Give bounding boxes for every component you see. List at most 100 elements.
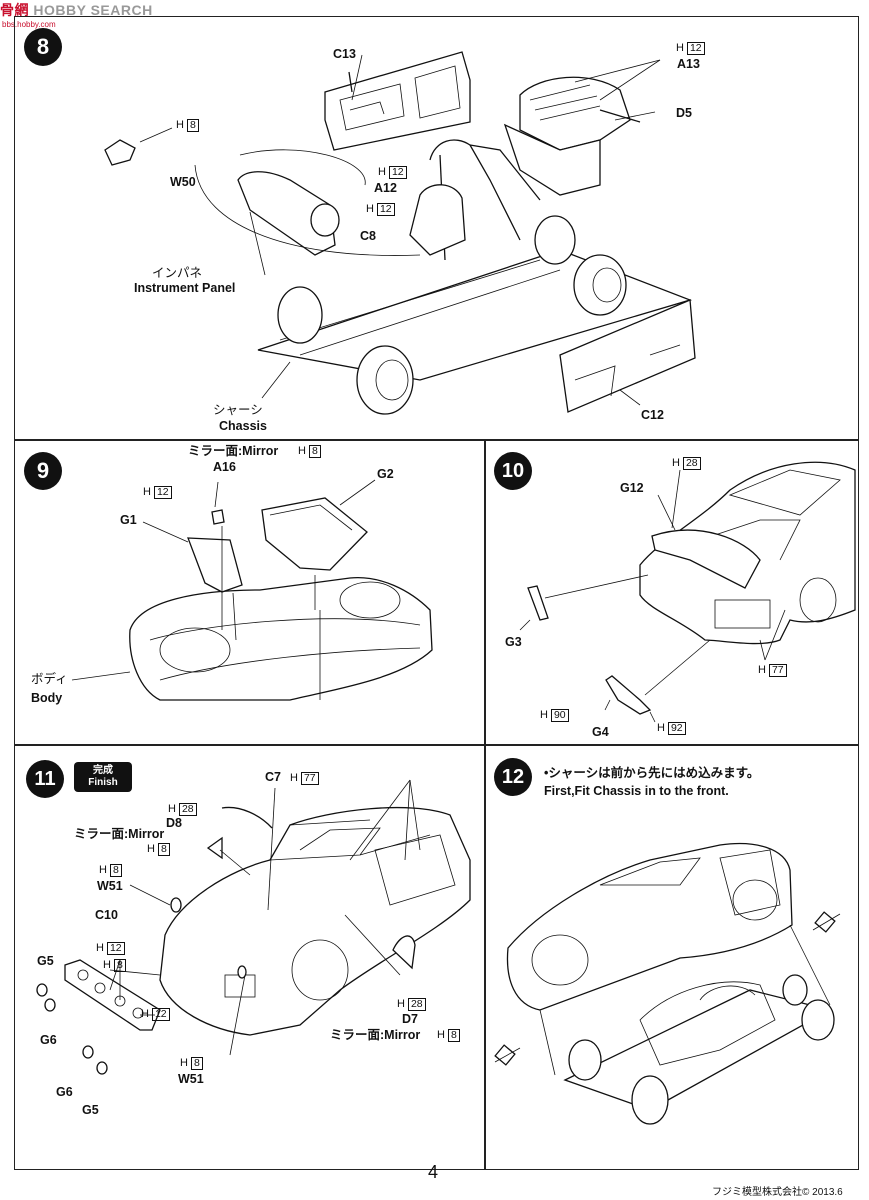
h-number: 28: [407, 998, 426, 1011]
label-mirror-d7: ミラー面:Mirror: [330, 1028, 421, 1042]
h-number: 12: [151, 1008, 170, 1021]
h-number: 12: [686, 42, 705, 55]
insert-rear-icon: [494, 1044, 521, 1066]
step-12-number: 12: [494, 758, 532, 796]
label-chassis-jp: シャーシ: [213, 403, 263, 417]
insert-front-icon: [812, 911, 841, 933]
step-12-panel: [485, 745, 859, 1170]
h-number: 8: [190, 1057, 203, 1070]
label-g12: G12: [620, 481, 644, 495]
label-g5-top: G5: [37, 954, 54, 968]
label-c8: C8: [360, 229, 376, 243]
h-number: 8: [109, 864, 122, 877]
label-c12: C12: [641, 408, 664, 422]
label-d8: D8: [166, 816, 182, 830]
page-number: 4: [428, 1162, 439, 1182]
step-11-panel: [14, 745, 485, 1170]
label-a16: A16: [213, 460, 236, 474]
note-en: First,Fit Chassis in to the front.: [544, 784, 729, 798]
step-8-illustration: [104, 51, 696, 415]
h-number: 92: [667, 722, 686, 735]
step-9-illustration: [71, 479, 433, 701]
h-number: 8: [447, 1029, 460, 1042]
label-c7: C7: [265, 770, 281, 784]
h-number: 77: [768, 664, 787, 677]
label-w50: W50: [170, 175, 196, 189]
label-c13: C13: [333, 47, 356, 61]
step-10-panel: [485, 440, 859, 745]
label-d5: D5: [676, 106, 692, 120]
step-8-panel: [14, 16, 859, 440]
watermark-url: bbs.hobby.com: [2, 20, 56, 29]
h-number: 28: [178, 803, 197, 816]
step-12-note: •シャーシは前から先にはめ込みます。 First,Fit Chassis in …: [544, 764, 759, 800]
step-10-illustration: [519, 461, 856, 723]
h-number: 90: [550, 709, 569, 722]
label-g6-top: G6: [40, 1033, 57, 1047]
step-9-panel: [14, 440, 485, 745]
step-8-number: 8: [24, 28, 62, 66]
label-w51-bottom: W51: [178, 1072, 204, 1086]
finish-badge-jp: 完成: [93, 765, 113, 776]
label-g5-bottom: G5: [82, 1103, 99, 1117]
h-number: 77: [300, 772, 319, 785]
step-9-number: 9: [24, 452, 62, 490]
h-number: 8: [308, 445, 321, 458]
label-c10: C10: [95, 908, 118, 922]
step-10-number: 10: [494, 452, 532, 490]
label-mirror-a16: ミラー面:Mirror: [188, 444, 278, 458]
label-d7: D7: [402, 1012, 418, 1026]
label-g1: G1: [120, 513, 137, 527]
h-number: 12: [388, 166, 407, 179]
label-a13: A13: [677, 57, 700, 71]
h-number: 8: [157, 843, 170, 856]
finish-badge-en: Finish: [88, 777, 118, 788]
label-g2: G2: [377, 467, 394, 481]
h-number: 8: [113, 959, 126, 972]
copyright-text: フジミ模型株式会社© 2013.6: [712, 1187, 843, 1198]
h-number: 28: [682, 457, 701, 470]
label-instrument-panel-jp: インパネ: [152, 266, 203, 280]
label-g4: G4: [592, 725, 609, 739]
mirror-text: ミラー面:Mirror: [188, 444, 279, 458]
note-jp: •シャーシは前から先にはめ込みます。: [544, 766, 760, 780]
watermark-logo: 骨網 HOBBY SEARCH: [0, 2, 153, 18]
h-number: 12: [153, 486, 172, 499]
label-g6-bottom: G6: [56, 1085, 73, 1099]
h-number: 12: [106, 942, 125, 955]
step-11-number: 11: [26, 760, 64, 798]
label-body-jp: ボディ: [31, 672, 68, 686]
label-mirror-d8: ミラー面:Mirror: [74, 827, 165, 841]
h-number: 12: [376, 203, 395, 216]
label-body-en: Body: [31, 691, 63, 705]
label-a12: A12: [374, 181, 397, 195]
label-instrument-panel-en: Instrument Panel: [134, 281, 236, 295]
label-chassis-en: Chassis: [219, 419, 267, 433]
label-w51-top: W51: [97, 879, 123, 893]
h-number: 8: [186, 119, 199, 132]
finish-badge: 完成 Finish: [74, 762, 132, 792]
label-g3: G3: [505, 635, 522, 649]
